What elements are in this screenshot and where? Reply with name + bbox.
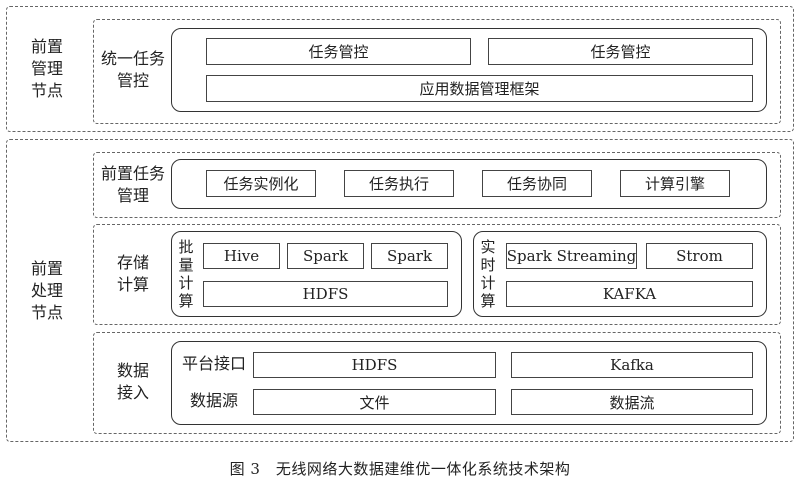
data-stream-cell: 数据流 xyxy=(511,389,753,415)
task-instantiation-cell: 任务实例化 xyxy=(206,170,316,197)
data-access-label: 数据 接入 xyxy=(116,361,149,402)
hdfs-access-cell: HDFS xyxy=(253,352,496,378)
front-management-node xyxy=(6,6,794,132)
task-execution-cell: 任务执行 xyxy=(344,170,454,197)
front-processing-node-label: 前置 处理 节点 xyxy=(30,259,63,322)
app-data-framework-cell: 应用数据管理框架 xyxy=(206,75,753,102)
task-collaboration-cell: 任务协同 xyxy=(482,170,592,197)
realtime-compute-label: 实 时 计 算 xyxy=(480,238,496,310)
storage-compute-group xyxy=(93,224,781,325)
unified-task-control-group xyxy=(93,19,781,124)
strom-cell: Strom xyxy=(646,243,753,269)
data-access-group xyxy=(93,332,781,434)
unified-task-control-panel xyxy=(171,28,767,112)
compute-engine-cell: 计算引擎 xyxy=(620,170,730,197)
task-control-cell-2: 任务管控 xyxy=(488,38,753,65)
platform-interface-label: 平台接口 xyxy=(181,354,246,373)
data-source-label: 数据源 xyxy=(189,391,238,410)
spark-cell-1: Spark xyxy=(287,243,364,269)
batch-compute-panel xyxy=(171,231,462,317)
spark-cell-2: Spark xyxy=(371,243,448,269)
file-cell: 文件 xyxy=(253,389,496,415)
hive-cell: Hive xyxy=(203,243,280,269)
spark-streaming-cell: Spark Streaming xyxy=(506,243,637,269)
figure-caption: 图 3 无线网络大数据建维优一体化系统技术架构 xyxy=(229,460,571,478)
front-task-management-panel xyxy=(171,159,767,209)
kafka-access-cell: Kafka xyxy=(511,352,753,378)
front-task-management-label: 前置任务 管理 xyxy=(100,164,165,205)
unified-task-control-label: 统一任务 管控 xyxy=(100,49,165,90)
front-processing-node xyxy=(6,139,794,442)
kafka-realtime-cell: KAFKA xyxy=(506,281,753,307)
storage-compute-label: 存储 计算 xyxy=(116,253,149,294)
hdfs-batch-cell: HDFS xyxy=(203,281,448,307)
data-access-panel xyxy=(171,341,767,425)
realtime-compute-panel xyxy=(473,231,767,317)
front-management-node-label: 前置 管理 节点 xyxy=(30,37,63,100)
batch-compute-label: 批 量 计 算 xyxy=(178,238,194,310)
task-control-cell-1: 任务管控 xyxy=(206,38,471,65)
front-task-management-group xyxy=(93,152,781,218)
